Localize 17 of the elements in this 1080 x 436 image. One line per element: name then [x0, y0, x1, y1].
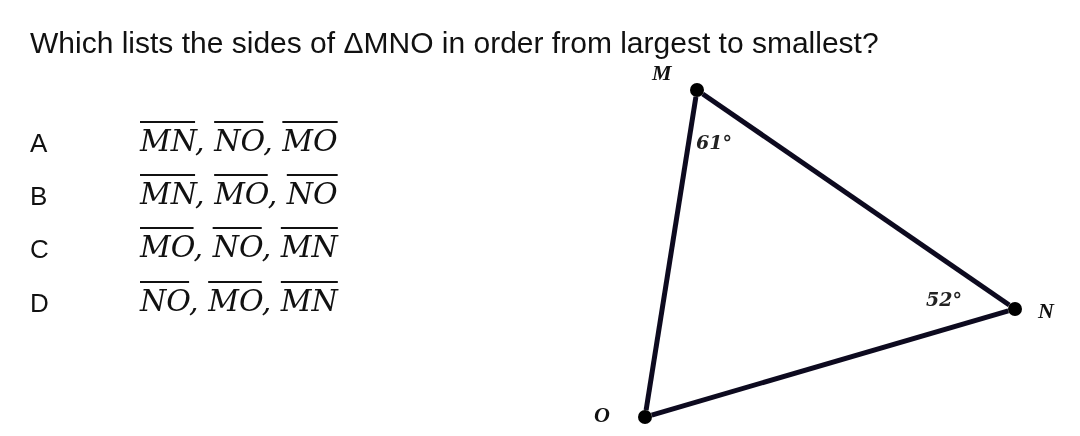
vertex-label: M	[652, 62, 672, 84]
vertex-label: O	[594, 404, 610, 426]
question-text: Which lists the sides of ΔMNO in order from largest to smallest?	[30, 25, 879, 61]
option-letter: B	[30, 180, 48, 213]
option-letter: D	[30, 287, 49, 320]
option-letter: A	[30, 127, 48, 160]
answer-option: MN, NO, MO	[140, 118, 338, 163]
triangle-side	[643, 96, 699, 411]
vertex-label: N	[1038, 300, 1054, 322]
angle-label: 61°	[696, 130, 732, 155]
option-letter: C	[30, 233, 49, 266]
triangle-side	[651, 308, 1009, 418]
angle-label: 52°	[926, 287, 962, 312]
answer-option: MO, NO, MN	[140, 224, 338, 269]
answer-option: MN, MO, NO	[140, 171, 338, 216]
answer-option: NO, MO, MN	[140, 278, 338, 323]
triangle-side	[701, 91, 1011, 308]
